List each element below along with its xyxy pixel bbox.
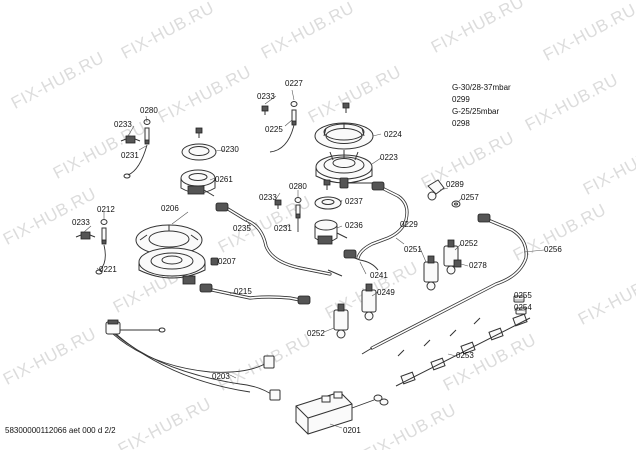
gas-tap-0251 xyxy=(423,255,439,291)
part-label: 0230 xyxy=(221,145,239,154)
part-label: 0251 xyxy=(404,245,422,254)
clip-0233-lower-left xyxy=(75,231,96,240)
part-label: 0236 xyxy=(345,221,363,230)
part-label: 0280 xyxy=(140,106,158,115)
ignition-electrode-0280-mid xyxy=(294,197,302,232)
main-gas-pipe-0256 xyxy=(361,213,528,355)
part-label: 0237 xyxy=(345,197,363,206)
screw-0233-upper-mid xyxy=(261,105,269,115)
clip-0233-upper-left xyxy=(120,135,141,144)
part-label: 0233 xyxy=(114,120,132,129)
screw-0233-0207 xyxy=(210,257,219,266)
part-label: 0227 xyxy=(285,79,303,88)
part-label: 0249 xyxy=(377,288,395,297)
part-label: 0212 xyxy=(97,205,115,214)
gas-tube-0241 xyxy=(343,249,379,271)
large-burner-cap xyxy=(314,122,374,150)
part-label: 0201 xyxy=(343,426,361,435)
part-label: 0253 xyxy=(456,351,474,360)
medium-burner-base-0261 xyxy=(180,169,216,197)
part-label: 0233 xyxy=(259,193,277,202)
part-label: 0255 xyxy=(514,291,532,300)
part-label: 0256 xyxy=(544,245,562,254)
screw-0233-mid xyxy=(274,199,282,209)
gas-spec-g25: G-25/25mbar xyxy=(452,107,500,116)
washer-0257 xyxy=(451,200,461,208)
gas-spec-g25-part: 0298 xyxy=(452,119,470,128)
part-label: 0224 xyxy=(384,130,402,139)
gas-tap-0252-right xyxy=(443,239,459,275)
part-label: 0254 xyxy=(514,303,532,312)
ignition-unit-0201 xyxy=(295,391,389,435)
part-label: 0221 xyxy=(99,265,117,274)
gas-tube-0229 xyxy=(356,181,409,260)
large-burner-base xyxy=(315,150,373,189)
part-label: 0233 xyxy=(72,218,90,227)
screw-0233-top xyxy=(342,102,350,113)
large-burner-cap-0206 xyxy=(135,224,203,256)
gas-tube-0215 xyxy=(199,283,311,305)
part-label: 0206 xyxy=(161,204,179,213)
part-label: 0225 xyxy=(265,125,283,134)
part-label: 0231 xyxy=(121,151,139,160)
wiring-harness-0203 xyxy=(105,319,281,401)
gas-spec-g30: G-30/28-37mbar xyxy=(452,83,511,92)
part-label: 0233 xyxy=(257,92,275,101)
part-label: 0252 xyxy=(307,329,325,338)
gas-spec-g30-part: 0299 xyxy=(452,95,470,104)
ignition-switch-row-0253 xyxy=(395,313,531,387)
gas-tap-0249 xyxy=(361,283,377,321)
part-label: 0207 xyxy=(218,257,236,266)
leader-lines xyxy=(83,89,545,429)
medium-burner-cap-0230 xyxy=(181,143,217,161)
part-label: 0278 xyxy=(469,261,487,270)
pipe-elbow-0289 xyxy=(427,179,445,201)
part-label: 0203 xyxy=(212,372,230,381)
gas-tap-0252-left xyxy=(333,303,349,339)
ignition-electrode-0227 xyxy=(269,101,298,153)
document-reference: 58300000112066 aet 000 d 2/2 xyxy=(5,426,116,435)
switch-0255 xyxy=(513,295,525,303)
part-label: 0257 xyxy=(461,193,479,202)
part-label: 0289 xyxy=(446,180,464,189)
gas-tap-0278 xyxy=(453,259,462,268)
part-label: 0215 xyxy=(234,287,252,296)
part-label: 0241 xyxy=(370,271,388,280)
gas-tube-0235 xyxy=(215,202,343,277)
part-label: 0261 xyxy=(215,175,233,184)
part-label: 0280 xyxy=(289,182,307,191)
screw-0233-small xyxy=(323,179,331,190)
part-label: 0229 xyxy=(400,220,418,229)
part-label: 0231 xyxy=(274,224,292,233)
screw-0233-medium xyxy=(195,127,203,138)
part-label: 0235 xyxy=(233,224,251,233)
large-burner-base-0207 xyxy=(138,247,206,285)
small-burner-base-0236 xyxy=(314,219,348,245)
part-label: 0252 xyxy=(460,239,478,248)
small-burner-cap-0237 xyxy=(314,196,342,210)
part-label: 0223 xyxy=(380,153,398,162)
